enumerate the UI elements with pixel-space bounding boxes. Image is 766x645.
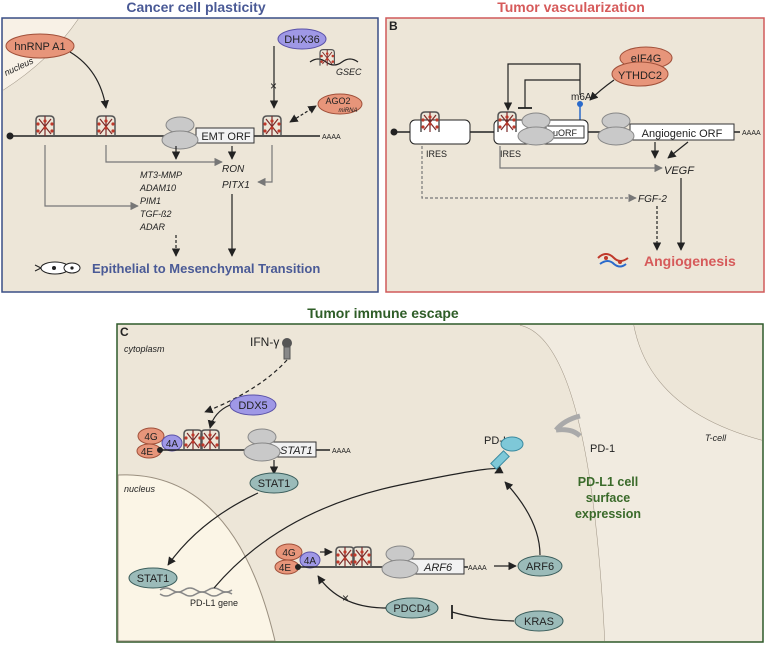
ythdc2-protein <box>611 61 669 87</box>
panel-b-title: Tumor vascularization <box>497 0 645 15</box>
hnrnp-a1-protein <box>5 33 75 59</box>
cap-a <box>6 132 14 140</box>
surface-expression-line2: surface <box>586 491 631 505</box>
ires-box-1 <box>409 119 471 145</box>
ires-label-2: IRES <box>500 149 521 159</box>
polya-b: AAAA <box>742 130 761 137</box>
ifn-receptor-icon <box>282 338 292 360</box>
eif4a-c1 <box>161 434 183 452</box>
ago2-label: AGO2 <box>325 96 350 106</box>
polya-c2: AAAA <box>468 565 487 572</box>
block-x-c: × <box>342 591 349 605</box>
nucleus-region-c <box>117 474 276 642</box>
target-tgfb2: TGF-ß2 <box>140 209 172 219</box>
emt-orf-label: EMT ORF <box>201 131 251 143</box>
target-adam10: ADAM10 <box>139 183 176 193</box>
eif4a-c2 <box>299 551 321 569</box>
polya-a: AAAA <box>322 134 341 141</box>
eif4e-label-c1: 4E <box>141 447 154 458</box>
panel-a-title: Cancer cell plasticity <box>126 0 266 15</box>
emt-outcome-label: Epithelial to Mesenchymal Transition <box>92 261 320 276</box>
cytoplasm-label: cytoplasm <box>124 344 165 354</box>
target-mt3mmp: MT3-MMP <box>140 170 182 180</box>
arf6-protein <box>517 555 563 577</box>
nucleus-label-c: nucleus <box>124 484 156 494</box>
eif4g-label-c2: 4G <box>282 548 296 559</box>
dna-helix <box>159 587 233 593</box>
stat1-orf-label: STAT1 <box>280 445 313 457</box>
eif4a-label-c2: 4A <box>304 556 317 567</box>
vessel-icon <box>597 253 629 268</box>
arf6-orf-label: ARF6 <box>423 562 453 574</box>
pdl1-protein <box>490 436 524 470</box>
angio-orf-label: Angiogenic ORF <box>642 128 723 140</box>
panel-b-letter: B <box>389 19 398 33</box>
surface-expression-line1: PD-L1 cell <box>578 475 638 489</box>
panel-a: Cancer cell plasticity A nucleus hnRNP A… <box>1 0 379 293</box>
stat1-nuc-protein <box>128 567 178 589</box>
angiogenesis-label: Angiogenesis <box>644 253 736 269</box>
ddx5-label: DDX5 <box>238 400 267 412</box>
panel-c: Tumor immune escape C nucleus cytoplasm … <box>116 305 764 643</box>
stat1-cyto-label: STAT1 <box>258 478 291 490</box>
dhx36-label: DHX36 <box>284 34 319 46</box>
mirna-label: miRNA <box>339 108 358 114</box>
surface-expression-line3: expression <box>575 507 641 521</box>
fgf2-label: FGF-2 <box>638 194 667 205</box>
eif4a-label-c1: 4A <box>166 439 179 450</box>
panel-c-title: Tumor immune escape <box>307 305 459 321</box>
target-pim1: PIM1 <box>140 196 161 206</box>
pdl1-gene-label: PD-L1 gene <box>190 598 238 608</box>
target-ron: RON <box>222 164 245 175</box>
m6a-mark <box>577 101 583 107</box>
panel-b: Tumor vascularization B eIF4G YTHDC2 m6A… <box>385 0 765 293</box>
target-adar: ADAR <box>139 222 166 232</box>
hnrnp-a1-label: hnRNP A1 <box>14 41 65 53</box>
stat1-nuc-label: STAT1 <box>137 573 170 585</box>
emt-cells-icon <box>34 261 81 275</box>
cap-b <box>390 128 398 136</box>
target-pitx1: PITX1 <box>222 180 250 191</box>
ifn-gamma-label: IFN-γ <box>250 335 279 349</box>
kras-protein <box>514 610 564 632</box>
pd1-label: PD-1 <box>590 443 615 455</box>
ago2-protein <box>317 93 363 115</box>
m6a-label: m6A <box>571 92 592 103</box>
tcell-label: T-cell <box>705 433 727 443</box>
pdcd4-label: PDCD4 <box>393 603 430 615</box>
eif4g-label-c1: 4G <box>144 432 158 443</box>
panel-c-letter: C <box>120 325 129 339</box>
cell-membrane <box>519 324 606 642</box>
vegf-label: VEGF <box>664 165 695 177</box>
pd1-receptor <box>554 413 582 438</box>
arf6-label: ARF6 <box>526 561 554 573</box>
dhx36-protein <box>277 28 327 50</box>
eif4e-label-c2: 4E <box>279 563 292 574</box>
ires-label-1: IRES <box>426 149 447 159</box>
uorf-label: uORF <box>553 128 578 138</box>
ythdc2-label: YTHDC2 <box>618 70 662 82</box>
stat1-cyto-protein <box>249 472 299 494</box>
gsec-label: GSEC <box>336 67 362 77</box>
polya-c1: AAAA <box>332 448 351 455</box>
panel-a-box <box>1 17 379 293</box>
kras-label: KRAS <box>524 616 554 628</box>
block-x-a: × <box>270 79 277 93</box>
